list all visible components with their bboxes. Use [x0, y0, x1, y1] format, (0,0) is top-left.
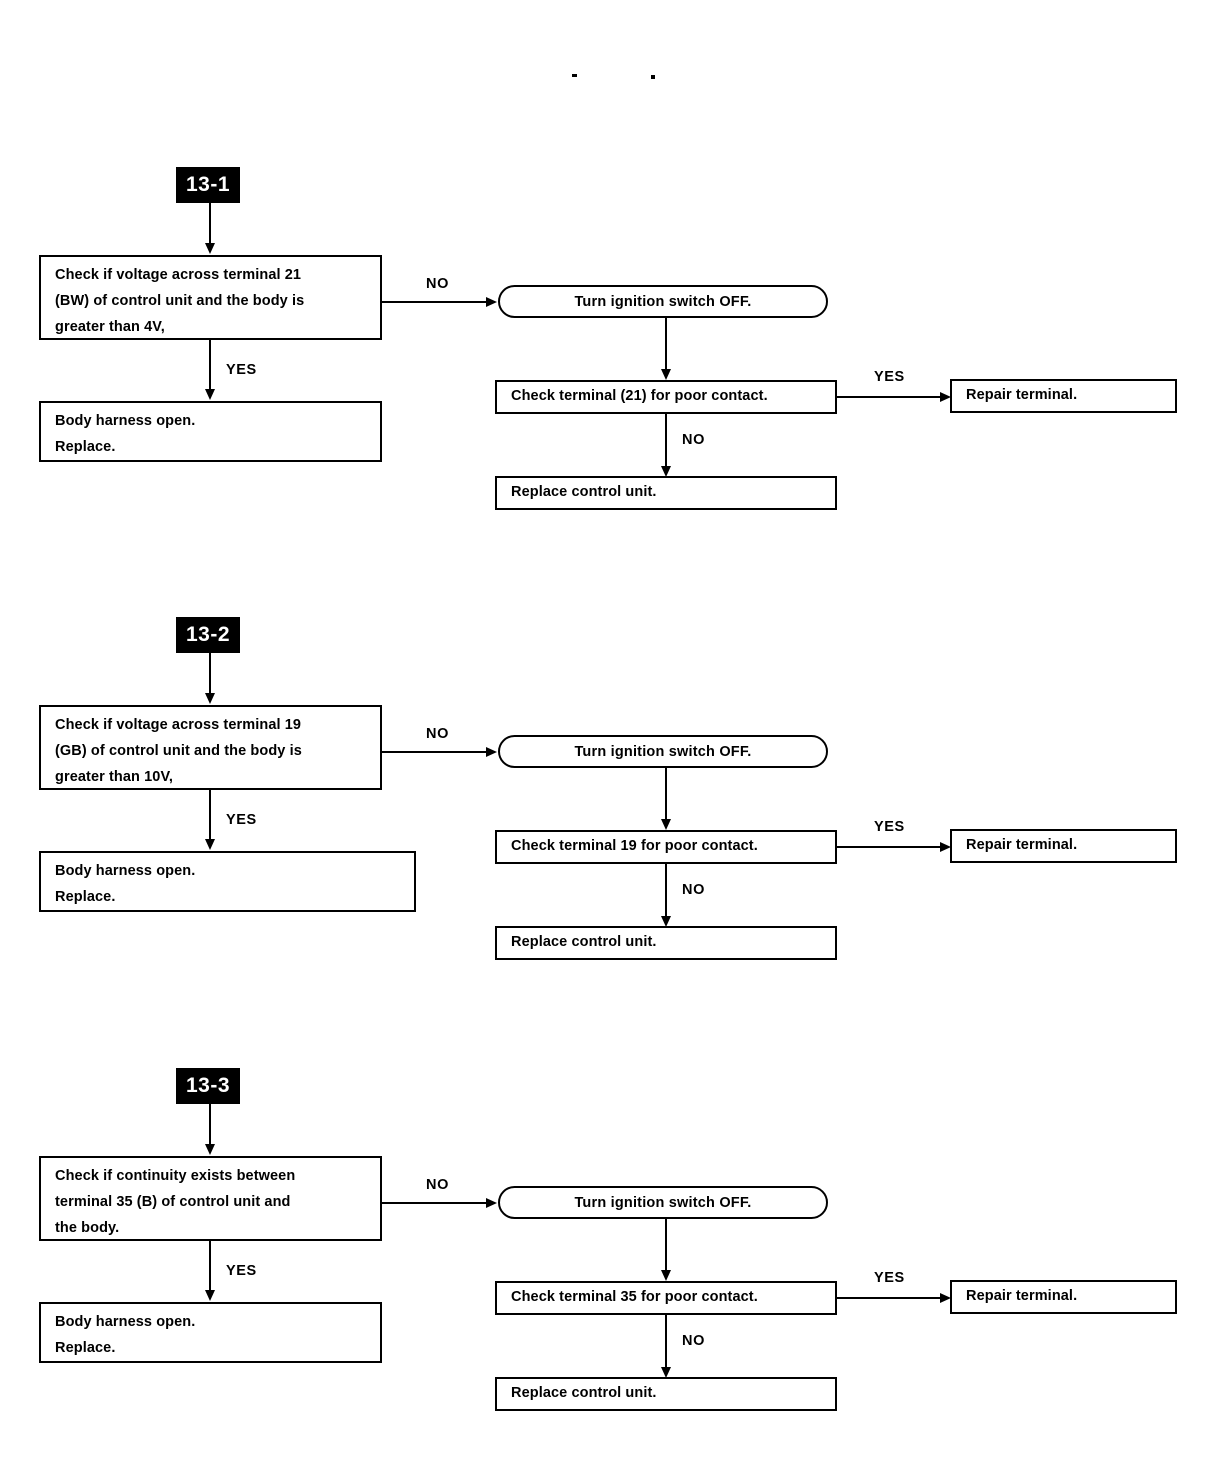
- branch-label-yes-13-3: YES: [226, 1263, 257, 1279]
- arrow-ignition-to-contact-13-2-icon: [661, 819, 671, 830]
- arrow-contact-no-13-2-icon: [661, 916, 671, 927]
- connector-ignition-to-contact-13-2: [665, 768, 667, 821]
- branch-label-contact-no-13-3: NO: [682, 1333, 705, 1349]
- question-box-13-1: Check if voltage across terminal 21 (BW)…: [39, 255, 382, 340]
- section-13-1: 13-1 Check if voltage across terminal 21…: [0, 0, 1215, 540]
- repair-terminal-box-13-1: Repair terminal.: [950, 379, 1177, 413]
- ignition-box-13-3: Turn ignition switch OFF.: [498, 1186, 828, 1219]
- step-tag-13-1: 13-1: [176, 167, 240, 203]
- connector-tag-to-question-13-2: [209, 653, 211, 695]
- arrow-no-branch-13-3-icon: [486, 1198, 497, 1208]
- arrow-contact-yes-13-2-icon: [940, 842, 951, 852]
- arrow-ignition-to-contact-icon: [661, 369, 671, 380]
- branch-label-yes: YES: [226, 362, 257, 378]
- repair-terminal-box-13-2: Repair terminal.: [950, 829, 1177, 863]
- connector-contact-no-13-3: [665, 1315, 667, 1369]
- connector-contact-no: [665, 414, 667, 468]
- connector-contact-yes: [837, 396, 942, 398]
- ignition-box-13-2: Turn ignition switch OFF.: [498, 735, 828, 768]
- connector-tag-to-question: [209, 203, 211, 245]
- arrow-tag-to-question-13-2-icon: [205, 693, 215, 704]
- replace-control-unit-box-13-1: Replace control unit.: [495, 476, 837, 510]
- arrow-tag-to-question-13-3-icon: [205, 1144, 215, 1155]
- branch-label-no-13-2: NO: [426, 726, 449, 742]
- connector-ignition-to-contact-13-3: [665, 1219, 667, 1272]
- arrow-contact-yes-13-3-icon: [940, 1293, 951, 1303]
- branch-label-yes-13-2: YES: [226, 812, 257, 828]
- connector-contact-no-13-2: [665, 864, 667, 918]
- branch-label-contact-yes-13-2: YES: [874, 819, 905, 835]
- arrow-no-branch-13-2-icon: [486, 747, 497, 757]
- arrow-no-branch-icon: [486, 297, 497, 307]
- contact-check-box-13-3: Check terminal 35 for poor contact.: [495, 1281, 837, 1315]
- arrow-yes-branch-icon: [205, 389, 215, 400]
- branch-label-no-13-3: NO: [426, 1177, 449, 1193]
- arrow-tag-to-question-icon: [205, 243, 215, 254]
- result-box-body-harness-13-3: Body harness open. Replace.: [39, 1302, 382, 1363]
- branch-label-contact-no-13-2: NO: [682, 882, 705, 898]
- arrow-contact-no-icon: [661, 466, 671, 477]
- connector-tag-to-question-13-3: [209, 1104, 211, 1146]
- branch-label-contact-yes: YES: [874, 369, 905, 385]
- arrow-yes-branch-13-3-icon: [205, 1290, 215, 1301]
- connector-yes-branch-13-3: [209, 1241, 211, 1293]
- section-13-2: 13-2 Check if voltage across terminal 19…: [39, 617, 1177, 960]
- connector-no-branch-13-3: [382, 1202, 486, 1204]
- replace-control-unit-box-13-3: Replace control unit.: [495, 1377, 837, 1411]
- arrow-ignition-to-contact-13-3-icon: [661, 1270, 671, 1281]
- connector-yes-branch-13-2: [209, 790, 211, 842]
- contact-check-box-13-2: Check terminal 19 for poor contact.: [495, 830, 837, 864]
- connector-no-branch: [382, 301, 486, 303]
- ignition-box-13-1: Turn ignition switch OFF.: [498, 285, 828, 318]
- replace-control-unit-box-13-2: Replace control unit.: [495, 926, 837, 960]
- contact-check-box-13-1: Check terminal (21) for poor contact.: [495, 380, 837, 414]
- branch-label-contact-no: NO: [682, 432, 705, 448]
- connector-contact-yes-13-2: [837, 846, 942, 848]
- step-tag-13-3: 13-3: [176, 1068, 240, 1104]
- branch-label-contact-yes-13-3: YES: [874, 1270, 905, 1286]
- result-box-body-harness-13-2: Body harness open. Replace.: [39, 851, 416, 912]
- arrow-contact-yes-icon: [940, 392, 951, 402]
- question-box-13-2: Check if voltage across terminal 19 (GB)…: [39, 705, 382, 790]
- branch-label-no: NO: [426, 276, 449, 292]
- connector-ignition-to-contact: [665, 318, 667, 371]
- connector-no-branch-13-2: [382, 751, 486, 753]
- result-box-body-harness-13-1: Body harness open. Replace.: [39, 401, 382, 462]
- repair-terminal-box-13-3: Repair terminal.: [950, 1280, 1177, 1314]
- connector-yes-branch: [209, 340, 211, 392]
- scan-speck-left-icon: [572, 74, 577, 77]
- arrow-yes-branch-13-2-icon: [205, 839, 215, 850]
- question-box-13-3: Check if continuity exists between termi…: [39, 1156, 382, 1241]
- scan-speck-right-icon: [651, 75, 655, 79]
- arrow-contact-no-13-3-icon: [661, 1367, 671, 1378]
- step-tag-13-2: 13-2: [176, 617, 240, 653]
- connector-contact-yes-13-3: [837, 1297, 942, 1299]
